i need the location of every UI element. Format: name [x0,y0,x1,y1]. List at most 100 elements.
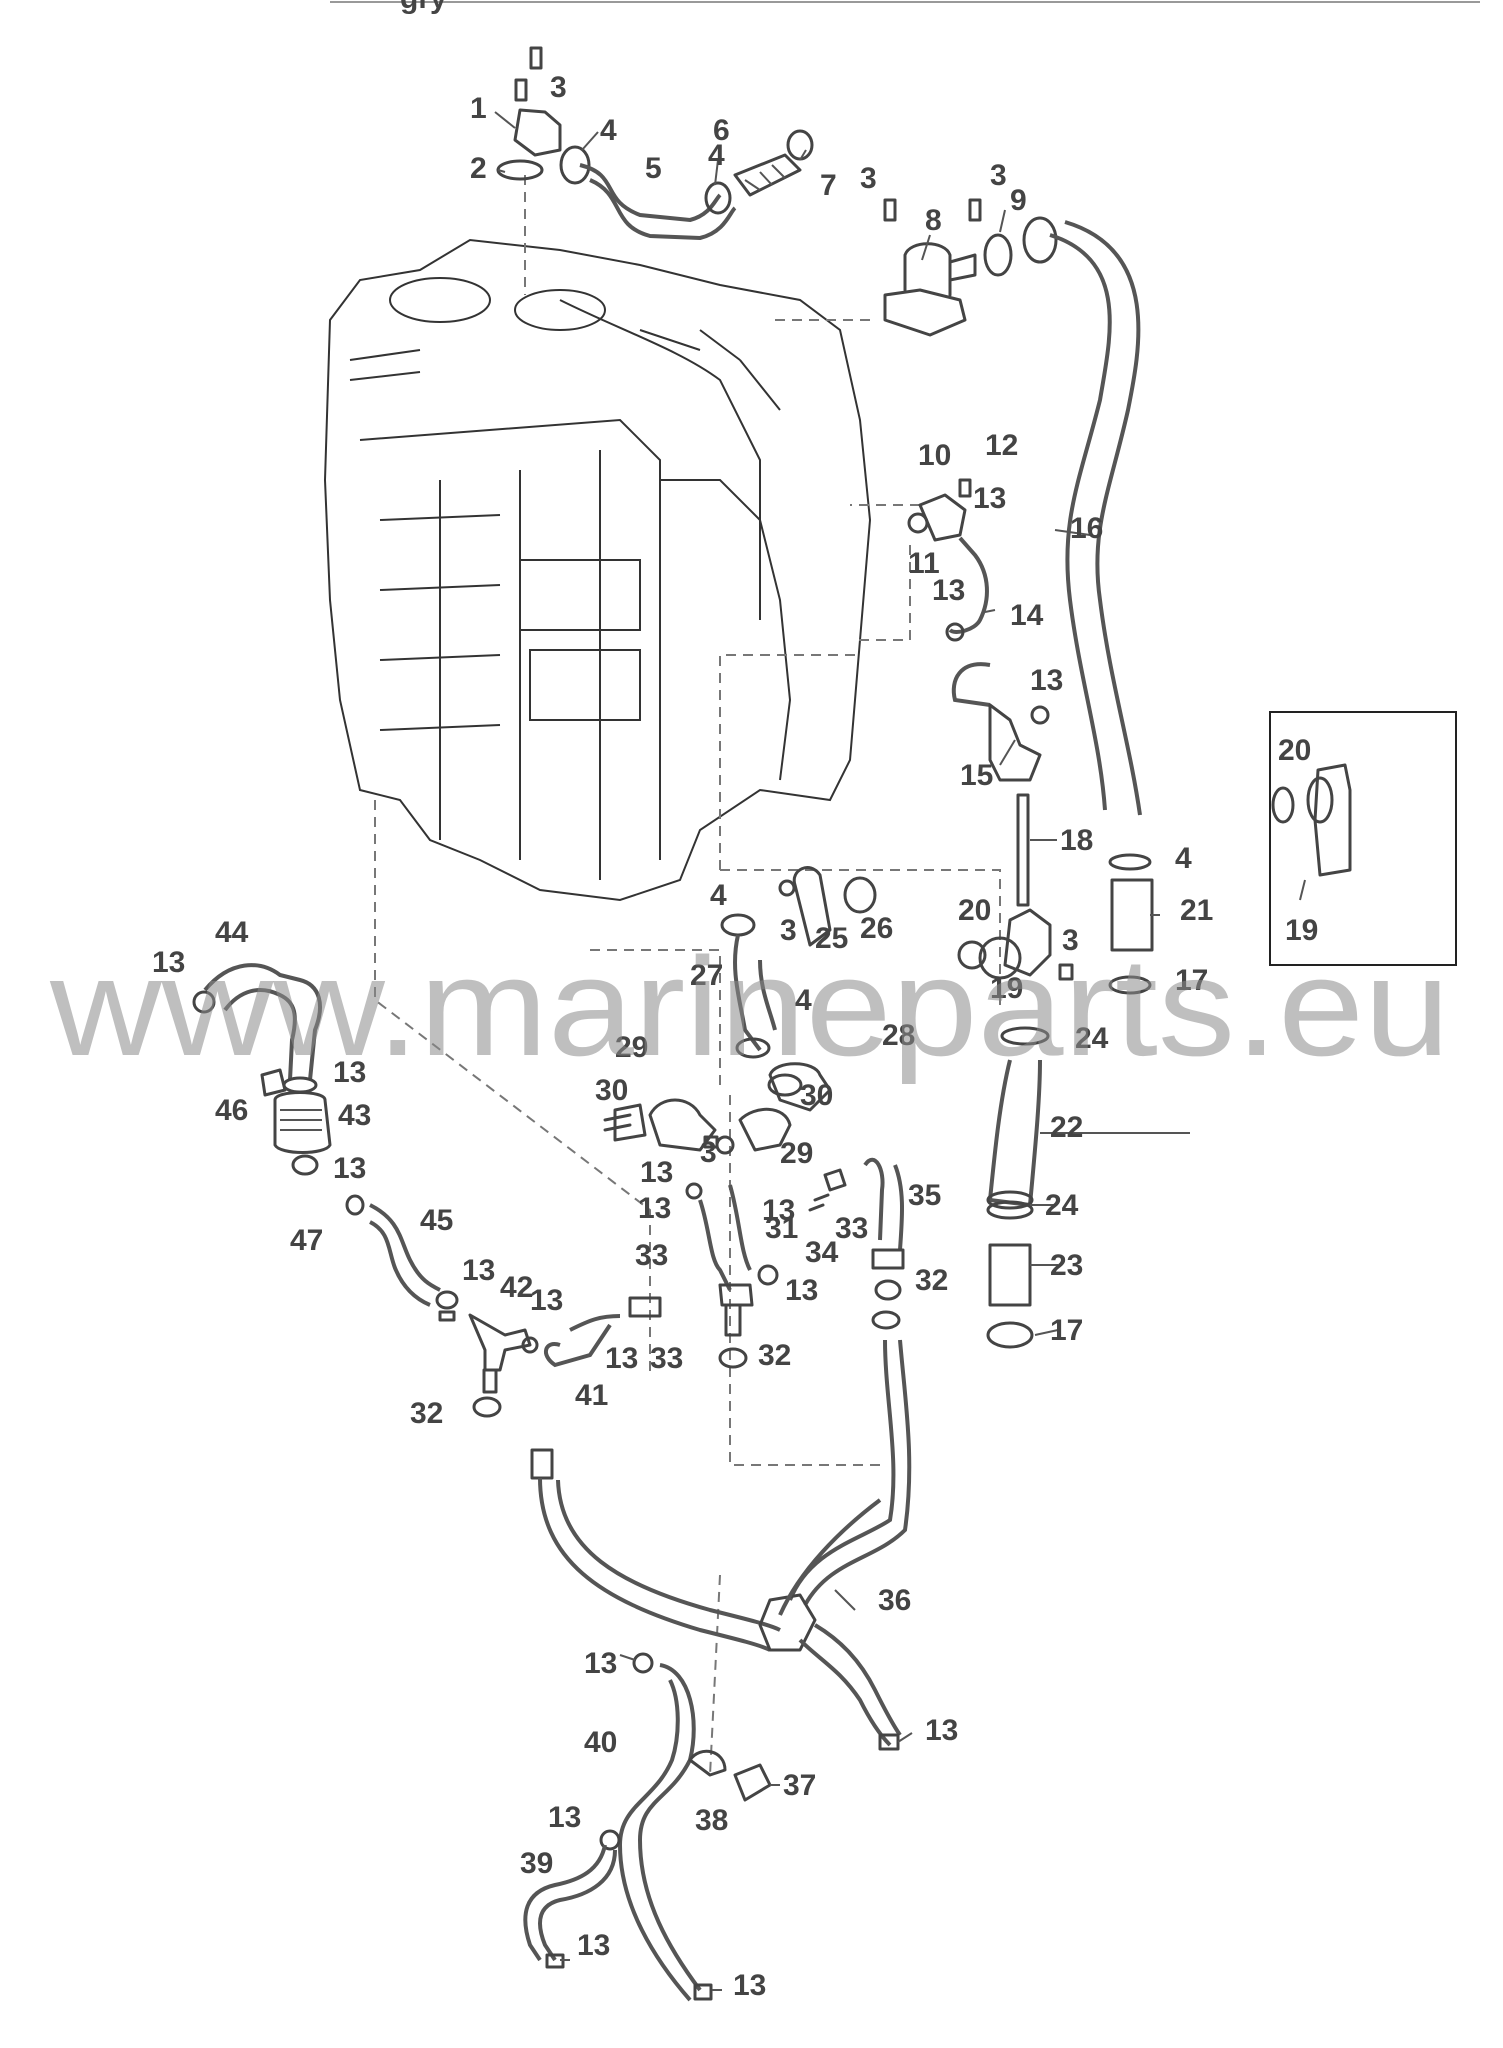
callout: 22 [1050,1111,1083,1144]
tee-36 [758,1593,817,1652]
callout: 10 [918,439,951,472]
inset-housing-port [1306,776,1334,824]
center-fittings [685,1157,905,1369]
callout: 3 [1062,924,1079,957]
watermark: www.marineparts.eu [49,928,1450,1085]
callout: 32 [758,1339,791,1372]
callout: 24 [1045,1189,1079,1222]
hose-36-left [538,1477,771,1652]
callout: 13 [548,1801,581,1834]
callout: 6 [713,114,730,147]
engine-block [323,238,872,902]
callout: 30 [595,1074,628,1107]
callout: 26 [860,912,893,945]
inset-panel: 20 19 [1269,711,1457,966]
callout: 13 [577,1929,610,1962]
inset-label-20: 20 [1278,734,1311,767]
callout: 13 [584,1647,617,1680]
hose-16-outline [1064,220,1142,816]
callout: 39 [520,1847,553,1880]
callout: 42 [500,1271,533,1304]
callout: 45 [420,1204,453,1237]
hose-40-outline [617,1679,692,2002]
callout: 8 [925,204,942,237]
callout: 5 [645,152,662,185]
hose-36-upper-branch [778,1498,882,1616]
callout: 18 [1060,824,1093,857]
clamp-13-at-39-top [599,1829,621,1851]
lower-left-hose-end [530,1448,554,1480]
hose-39 [538,1849,617,1962]
callout: 4 [600,114,617,147]
callout: 13 [785,1274,818,1307]
callout: 29 [615,1031,648,1064]
callout: 27 [690,959,723,992]
hose-36-branch-outline [813,1623,902,1737]
hose-16 [1049,233,1112,811]
callout: 30 [800,1079,833,1112]
callout: 13 [925,1714,958,1747]
hose-36-left-outline [556,1479,781,1632]
callout: 29 [780,1137,813,1170]
top-water-outlet-assembly [496,46,814,241]
callout: 1 [470,92,487,125]
callout: 41 [575,1379,608,1412]
hose-40-end [693,1983,713,2001]
callout: 38 [695,1804,728,1837]
center-cooling-components [603,866,877,1155]
callout: 4 [1175,842,1192,875]
lower-hose-assembly [530,1339,912,1751]
hose-40 [637,1663,702,1992]
callout: 32 [915,1264,948,1297]
callout: 3 [550,71,567,104]
inset-leader [1299,879,1306,901]
callout: 13 [733,1969,766,2002]
callout: 12 [985,429,1018,462]
callout: 13 [333,1152,366,1185]
callout: 13 [605,1342,638,1375]
callout: 40 [584,1726,617,1759]
hose-39-outline [523,1844,607,1962]
callout: 11 [908,547,940,580]
callout: 33 [635,1239,668,1272]
callout: 35 [908,1179,941,1212]
callout: 34 [805,1236,839,1269]
callout: 13 [640,1156,673,1189]
inset-housing [1313,763,1352,877]
callout: 24 [1075,1022,1109,1055]
callout: 23 [1050,1249,1083,1282]
callout: 20 [958,894,991,927]
callout: 13 [152,946,185,979]
callout: 13 [973,482,1006,515]
callout: 31 [765,1212,798,1245]
hose-36-right-outline [803,1339,912,1606]
callout: 47 [290,1224,323,1257]
callout: 2 [470,152,487,185]
callout: 28 [882,1019,915,1052]
callout: 21 [1180,894,1213,927]
callout: 13 [762,1194,795,1227]
callout: 13 [333,1056,366,1089]
callout: 4 [795,984,812,1017]
callout: 3 [860,162,877,195]
callout: 3 [700,1136,717,1169]
callout: 13 [530,1284,563,1317]
callout: 13 [932,574,965,607]
callout: 43 [338,1099,371,1132]
inset-o-ring [1271,786,1295,824]
callout: 25 [815,922,848,955]
callout: 3 [990,159,1007,192]
callout: 4 [710,879,727,912]
callout: 19 [990,972,1023,1005]
callout: 33 [835,1212,868,1245]
callout: 13 [638,1192,671,1225]
callout: 3 [780,914,797,947]
callout: 46 [215,1094,248,1127]
callout: 15 [960,759,993,792]
callout-leaders [494,111,1190,1991]
header-fragment: gry [400,0,447,15]
lower-left-hoses [523,1652,772,2002]
inset-label-19: 19 [1285,914,1318,947]
part-38-clip [688,1749,727,1777]
